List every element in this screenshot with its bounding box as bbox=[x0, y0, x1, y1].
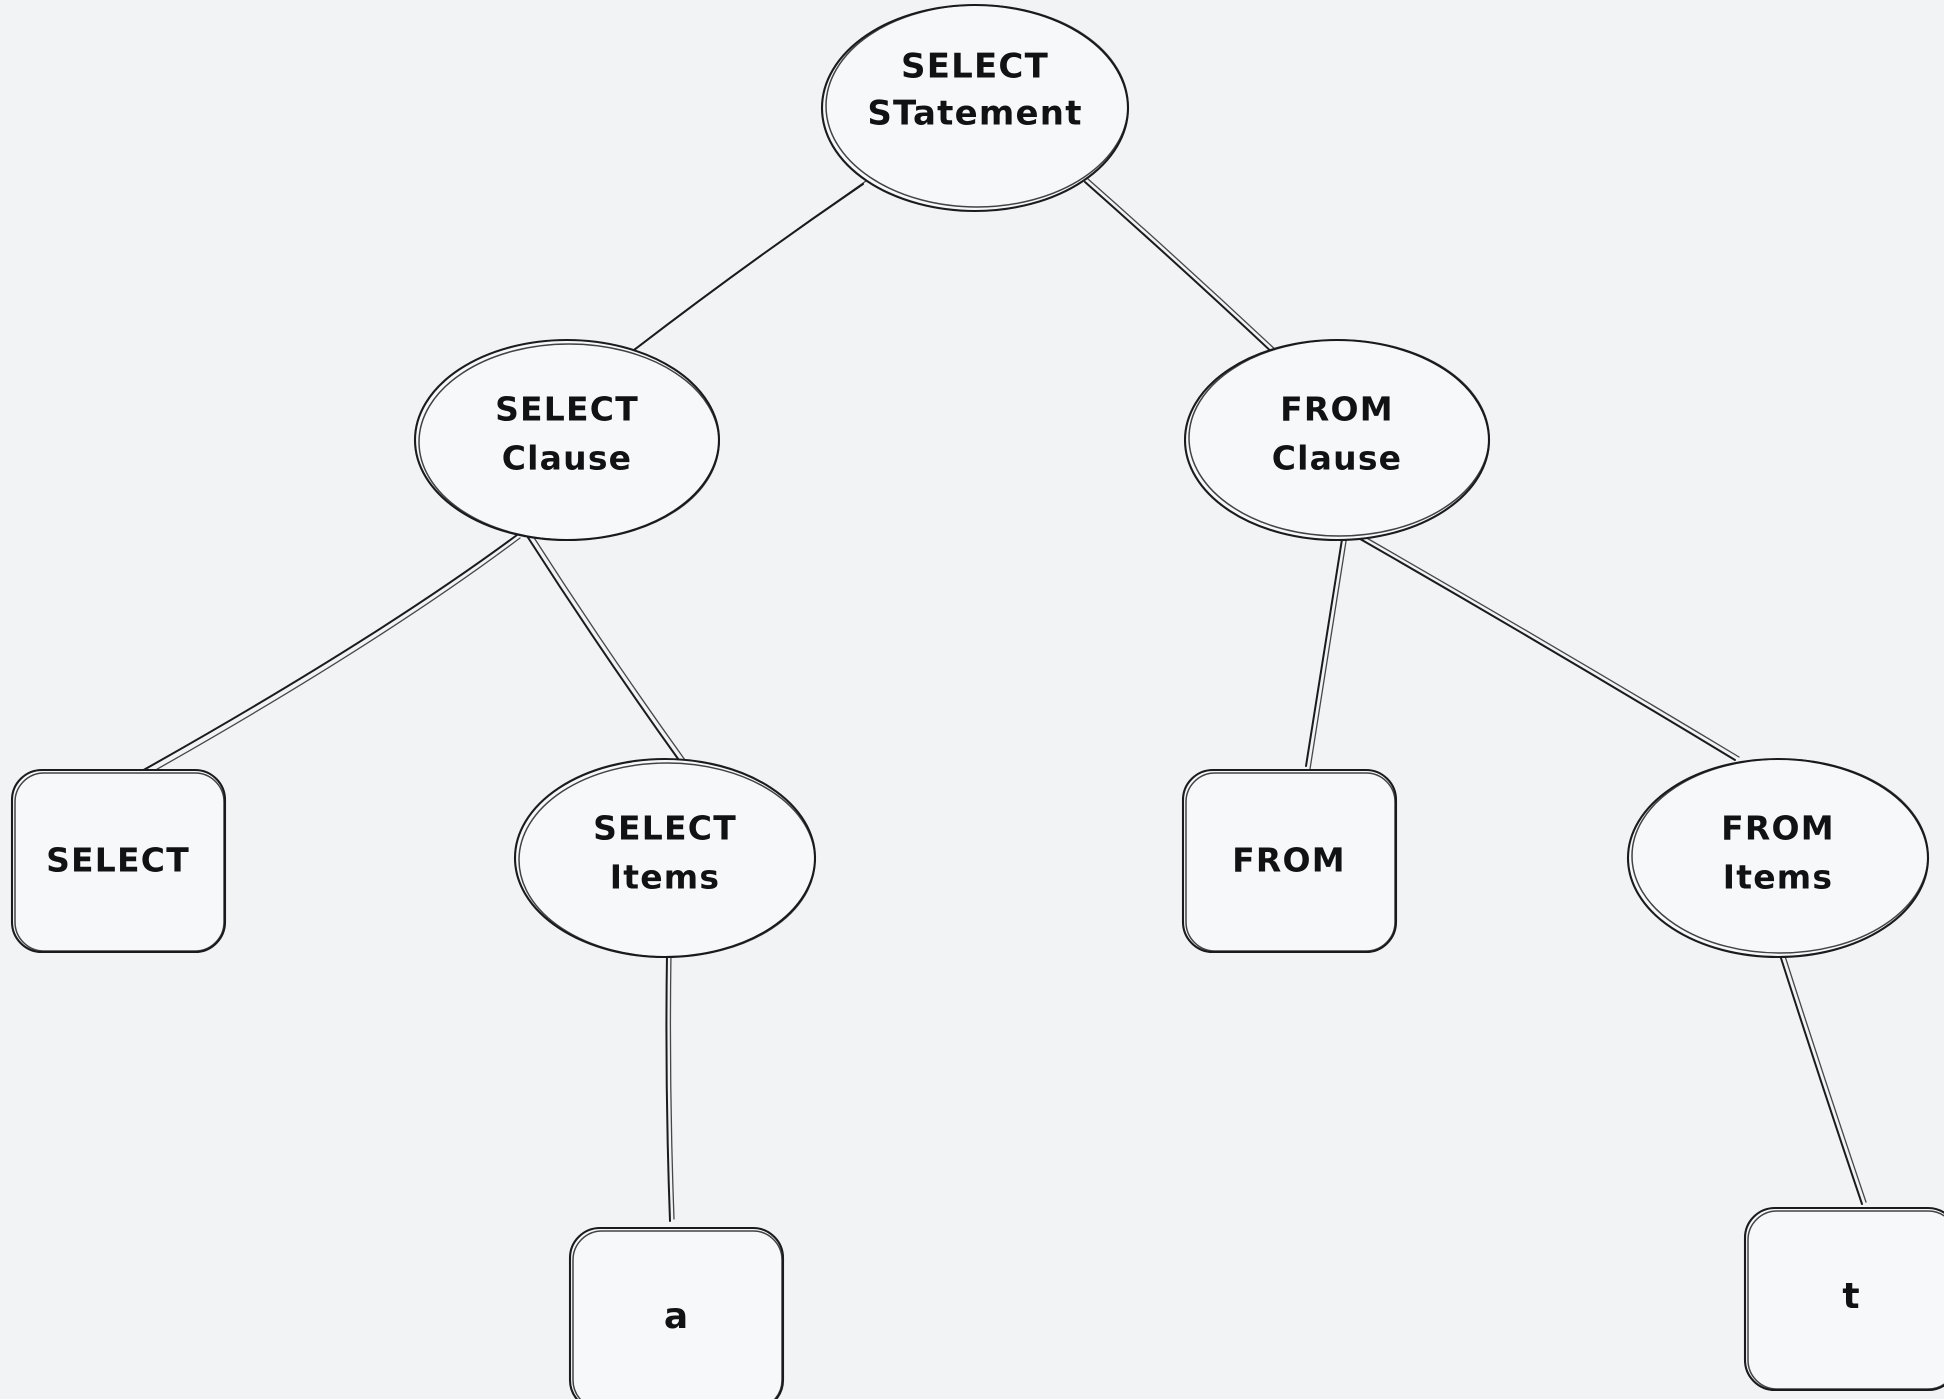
from-items-ellipse-sketch bbox=[1631, 758, 1929, 954]
edge-root-to-from-clause bbox=[1084, 178, 1280, 357]
from-terminal-label: FROM bbox=[1232, 841, 1346, 880]
from-items-label-line1: FROM bbox=[1721, 809, 1835, 848]
edge-select-clause-to-select-items bbox=[526, 532, 686, 764]
node-from-items[interactable]: FROM Items bbox=[1626, 757, 1930, 959]
node-layer: SELECT STatement SELECT Clause FROM Clau… bbox=[10, 3, 1944, 1399]
edge-from-clause-to-from-items bbox=[1347, 528, 1740, 761]
edge-layer bbox=[139, 178, 1867, 1222]
select-items-label-line2: Items bbox=[610, 858, 720, 897]
edge-root-to-select-clause bbox=[620, 180, 867, 361]
from-value-rect-sketch bbox=[1747, 1210, 1944, 1390]
select-clause-label-line1: SELECT bbox=[495, 390, 639, 429]
from-terminal-rect bbox=[1181, 768, 1398, 954]
select-terminal-label: SELECT bbox=[46, 841, 190, 880]
edge-from-clause-to-from-terminal bbox=[1305, 532, 1348, 770]
edge-select-items-to-value bbox=[665, 951, 675, 1222]
from-terminal-rect-sketch bbox=[1185, 772, 1396, 952]
from-clause-ellipse-sketch bbox=[1188, 339, 1490, 537]
node-from-terminal[interactable]: FROM bbox=[1181, 768, 1398, 954]
node-select-items[interactable]: SELECT Items bbox=[513, 757, 817, 959]
select-items-label-line1: SELECT bbox=[593, 809, 737, 848]
node-from-clause[interactable]: FROM Clause bbox=[1183, 338, 1491, 542]
select-statement-label-line1: SELECT bbox=[901, 47, 1049, 87]
select-statement-label-line2: STatement bbox=[867, 94, 1082, 134]
select-value-rect bbox=[568, 1226, 785, 1399]
from-clause-label-line1: FROM bbox=[1280, 390, 1394, 429]
select-statement-ellipse-sketch bbox=[825, 4, 1129, 208]
from-value-rect bbox=[1743, 1206, 1944, 1392]
from-clause-label-line2: Clause bbox=[1272, 439, 1403, 478]
edge-select-clause-to-select-terminal bbox=[139, 534, 521, 777]
select-items-ellipse-sketch bbox=[518, 762, 816, 958]
select-value-rect-sketch bbox=[572, 1230, 783, 1399]
node-select-value-a[interactable]: a bbox=[568, 1226, 785, 1399]
edge-from-items-to-value bbox=[1779, 952, 1867, 1205]
select-clause-ellipse-sketch bbox=[418, 343, 720, 541]
from-value-label: t bbox=[1842, 1276, 1859, 1317]
node-from-value-t[interactable]: t bbox=[1743, 1206, 1944, 1392]
node-select-statement[interactable]: SELECT STatement bbox=[820, 3, 1130, 213]
select-terminal-rect bbox=[10, 768, 227, 954]
select-clause-label-line2: Clause bbox=[502, 439, 633, 478]
node-select-clause[interactable]: SELECT Clause bbox=[413, 338, 721, 542]
from-items-label-line2: Items bbox=[1723, 858, 1833, 897]
select-terminal-rect-sketch bbox=[14, 772, 225, 952]
select-value-label: a bbox=[664, 1296, 688, 1337]
node-select-terminal[interactable]: SELECT bbox=[10, 768, 227, 954]
